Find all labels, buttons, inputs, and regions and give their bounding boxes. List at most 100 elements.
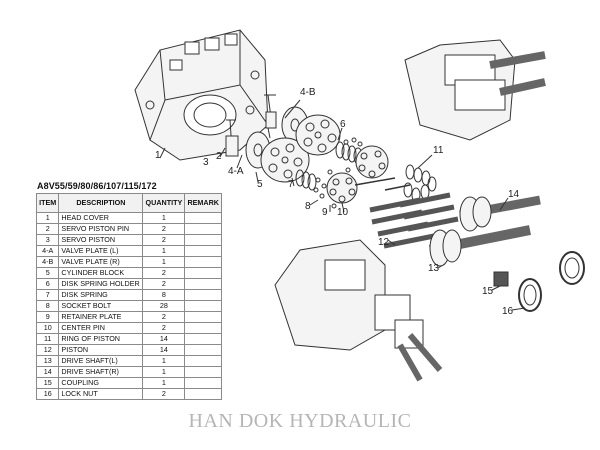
callout-8: 8 xyxy=(305,201,311,212)
header-quantity: QUANTITY xyxy=(142,193,186,213)
cell-item: 15 xyxy=(35,377,60,389)
cell-remark xyxy=(184,256,222,268)
cell-item: 10 xyxy=(35,322,60,334)
cylinder-blocks-drawing xyxy=(260,114,341,183)
cell-item: 13 xyxy=(35,355,60,367)
cell-item: 5 xyxy=(35,267,60,279)
cell-remark xyxy=(184,245,222,257)
cell-quantity: 1 xyxy=(142,256,186,268)
cell-description: CENTER PIN xyxy=(58,322,144,334)
header-description: DESCRIPTION xyxy=(58,193,144,213)
watermark-text: HAN DOK HYDRAULIC xyxy=(188,410,412,432)
cell-quantity: 2 xyxy=(142,278,186,290)
cell-quantity: 2 xyxy=(142,267,186,279)
cell-description: SERVO PISTON PIN xyxy=(58,223,144,235)
cell-description: VALVE PLATE (L) xyxy=(58,245,144,257)
cell-item: 11 xyxy=(35,333,60,345)
servo-pistons-drawing xyxy=(225,94,277,157)
cell-description: LOCK NUT xyxy=(58,388,144,400)
cell-description: RING OF PISTON xyxy=(58,333,144,345)
cell-description: HEAD COVER xyxy=(58,212,144,224)
cell-remark xyxy=(184,289,222,301)
cell-description: CYLINDER BLOCK xyxy=(58,267,144,279)
cell-remark xyxy=(184,234,222,246)
cell-quantity: 14 xyxy=(142,333,186,345)
cell-quantity: 1 xyxy=(142,366,186,378)
cell-remark xyxy=(184,311,222,323)
cell-quantity: 2 xyxy=(142,311,186,323)
cell-item: 2 xyxy=(35,223,60,235)
callout-6: 6 xyxy=(340,119,346,130)
callout-13: 13 xyxy=(428,263,440,274)
callout-14: 14 xyxy=(508,189,520,200)
callout-7: 7 xyxy=(288,179,294,190)
cell-description: PISTON xyxy=(58,344,144,356)
cell-quantity: 8 xyxy=(142,289,186,301)
cell-description: DISK SPRING HOLDER xyxy=(58,278,144,290)
cell-remark xyxy=(184,377,222,389)
assembled-pump-bottom-drawing xyxy=(274,239,443,382)
header-item: ITEM xyxy=(35,193,60,213)
cell-remark xyxy=(184,223,222,235)
cell-item: 14 xyxy=(35,366,60,378)
cell-remark xyxy=(184,278,222,290)
cell-remark xyxy=(184,322,222,334)
callout-2: 2 xyxy=(216,151,222,162)
cell-remark xyxy=(184,267,222,279)
callout-4-b: 4-B xyxy=(300,87,316,98)
model-title: A8V55/59/80/86/107/115/172 xyxy=(37,181,157,191)
cell-remark xyxy=(184,366,222,378)
cell-quantity: 1 xyxy=(142,355,186,367)
cell-quantity: 28 xyxy=(142,300,186,312)
cell-remark xyxy=(184,300,222,312)
cell-description: SOCKET BOLT xyxy=(58,300,144,312)
piston-rings-drawing xyxy=(403,164,437,203)
callout-3: 3 xyxy=(203,157,209,168)
cell-item: 3 xyxy=(35,234,60,246)
cell-item: 4-B xyxy=(35,256,60,268)
table-header-row: ITEM DESCRIPTION QUANTITY REMARK xyxy=(35,193,222,213)
cell-remark xyxy=(184,355,222,367)
cell-item: 8 xyxy=(35,300,60,312)
cell-remark xyxy=(184,388,222,400)
cell-quantity: 2 xyxy=(142,234,186,246)
cell-quantity: 2 xyxy=(142,223,186,235)
cell-item: 16 xyxy=(35,388,60,400)
cell-remark xyxy=(184,344,222,356)
callout-4-a: 4-A xyxy=(228,166,244,177)
callout-15: 15 xyxy=(482,286,494,297)
cell-quantity: 1 xyxy=(142,212,186,224)
cell-item: 7 xyxy=(35,289,60,301)
callout-9: 9 xyxy=(322,207,328,218)
drive-shafts-drawing xyxy=(429,195,541,267)
cell-description: RETAINER PLATE xyxy=(58,311,144,323)
callout-1: 1 xyxy=(155,150,161,161)
header-remark: REMARK xyxy=(184,193,222,213)
cell-item: 4-A xyxy=(35,245,60,257)
socket-bolts-drawing xyxy=(313,137,363,209)
cell-description: SERVO PISTON xyxy=(58,234,144,246)
cell-quantity: 2 xyxy=(142,388,186,400)
callout-5: 5 xyxy=(257,179,263,190)
callout-12: 12 xyxy=(378,237,390,248)
assembled-pump-top-drawing xyxy=(404,39,546,141)
cell-item: 9 xyxy=(35,311,60,323)
cell-description: COUPLING xyxy=(58,377,144,389)
pistons-drawing xyxy=(369,192,459,249)
